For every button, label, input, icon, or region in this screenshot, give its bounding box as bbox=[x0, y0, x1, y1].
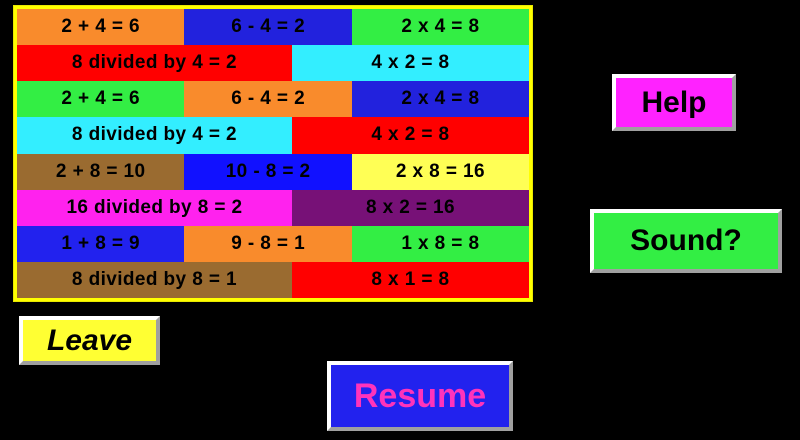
fact-cell[interactable]: 8 x 2 = 16 bbox=[291, 189, 529, 226]
fact-cell[interactable]: 6 - 4 = 2 bbox=[184, 81, 352, 118]
sound-toggle-button[interactable]: Sound? bbox=[590, 209, 782, 273]
fact-cell[interactable]: 2 x 4 = 8 bbox=[351, 81, 529, 118]
leave-button[interactable]: Leave bbox=[19, 316, 160, 365]
fact-cell[interactable]: 2 + 4 = 6 bbox=[17, 81, 185, 118]
fact-cell[interactable]: 16 divided by 8 = 2 bbox=[17, 189, 292, 226]
fact-cell[interactable]: 2 + 8 = 10 bbox=[17, 153, 185, 190]
fact-cell[interactable]: 8 x 1 = 8 bbox=[291, 261, 529, 298]
fact-cell[interactable]: 1 x 8 = 8 bbox=[351, 225, 529, 262]
fact-cell[interactable]: 1 + 8 = 9 bbox=[17, 225, 185, 262]
fact-cell[interactable]: 6 - 4 = 2 bbox=[184, 9, 352, 46]
fact-cell[interactable]: 8 divided by 4 = 2 bbox=[17, 117, 292, 154]
fact-cell[interactable]: 10 - 8 = 2 bbox=[184, 153, 352, 190]
fact-cell[interactable]: 9 - 8 = 1 bbox=[184, 225, 352, 262]
fact-cell[interactable]: 2 x 8 = 16 bbox=[351, 153, 529, 190]
help-button[interactable]: Help bbox=[612, 74, 736, 131]
fact-cell[interactable]: 4 x 2 = 8 bbox=[291, 117, 529, 154]
fact-cell[interactable]: 8 divided by 4 = 2 bbox=[17, 45, 292, 82]
fact-cell[interactable]: 8 divided by 8 = 1 bbox=[17, 261, 292, 298]
resume-button[interactable]: Resume bbox=[327, 361, 513, 431]
fact-cell[interactable]: 4 x 2 = 8 bbox=[291, 45, 529, 82]
fact-cell[interactable]: 2 x 4 = 8 bbox=[351, 9, 529, 46]
fact-cell[interactable]: 2 + 4 = 6 bbox=[17, 9, 185, 46]
